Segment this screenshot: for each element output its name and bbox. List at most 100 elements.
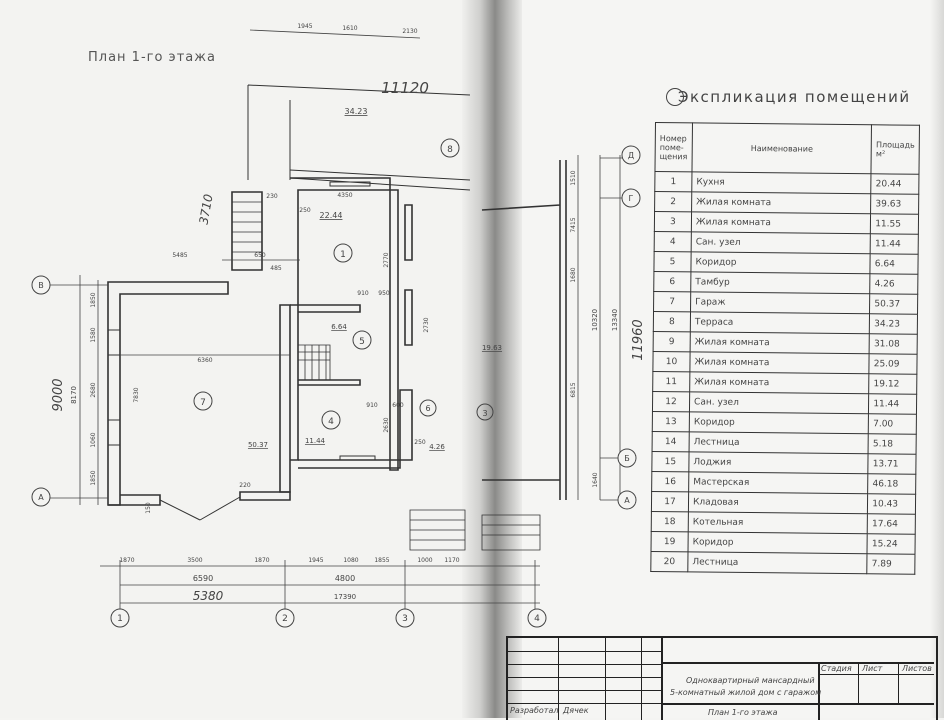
room-name-cell: Мастерская: [688, 471, 869, 494]
room-number: 4: [328, 417, 334, 427]
marker-circle: [666, 88, 684, 106]
room-name-cell: Гараж: [690, 291, 870, 314]
room-name-cell: Лестница: [689, 431, 869, 454]
room-number-cell: 9: [653, 331, 691, 352]
room-area: 19.63: [482, 344, 502, 352]
dimension: 1870: [254, 557, 269, 564]
room-number: 6: [425, 404, 430, 413]
room-area: 34.23: [345, 107, 368, 116]
room-number: 3: [482, 409, 487, 418]
dimension: 1170: [444, 557, 459, 564]
room-area-cell: 13.71: [868, 453, 917, 475]
room-number-cell: 4: [654, 231, 692, 252]
handwritten-dimension: 11960: [631, 319, 646, 360]
room-area-cell: 5.18: [868, 433, 917, 455]
dimension: 1610: [342, 25, 357, 32]
room-number-cell: 16: [651, 471, 689, 492]
dimension: 650: [254, 252, 266, 259]
walls: [107, 84, 567, 551]
axis-label: 1: [117, 614, 123, 624]
dimension: 1000: [417, 557, 432, 564]
room-number-cell: 18: [651, 511, 689, 532]
dimension: 250: [299, 207, 311, 214]
room-area: 4.26: [429, 443, 445, 451]
room-name-cell: Коридор: [689, 411, 869, 434]
room-number: 8: [447, 145, 453, 155]
dimension: 1945: [308, 557, 323, 564]
room-name-cell: Жилая комната: [689, 351, 870, 374]
header-name: Наименование: [691, 122, 872, 174]
dimension: 17390: [334, 593, 356, 601]
axis-marker-v-left: [31, 275, 51, 295]
dimension: 2130: [402, 28, 417, 35]
axis-label: 4: [534, 614, 540, 624]
room-area-cell: 31.08: [869, 333, 918, 355]
drawing-name: План 1-го этажа: [708, 708, 778, 717]
dimension: 2770: [383, 252, 390, 267]
axis-marker-b-right: [617, 448, 637, 468]
room-number-cell: 20: [650, 551, 689, 572]
dimension: 2730: [423, 317, 430, 332]
axis-marker-g-right: [621, 188, 641, 208]
dimension: 6590: [193, 574, 213, 583]
dimension: 1060: [90, 432, 97, 447]
dimension: 950: [378, 290, 390, 297]
axis-marker-a-left: [31, 487, 51, 507]
dimension: 1850: [90, 292, 97, 307]
room-number-cell: 11: [652, 371, 690, 392]
room-area-cell: 7.89: [867, 553, 915, 575]
room-name-cell: Сан. узел: [691, 231, 871, 254]
dimension: 1855: [374, 557, 389, 564]
dimension: 3500: [187, 557, 202, 564]
room-number-cell: 10: [652, 351, 691, 372]
dimension: 910: [366, 402, 378, 409]
dimension: 2680: [90, 382, 97, 397]
dimension: 1945: [297, 23, 312, 30]
room-number: 7: [200, 398, 206, 408]
dimension: 2630: [383, 417, 390, 432]
dimension: 10320: [591, 309, 599, 331]
axis-marker-a-right: [617, 490, 637, 510]
plan-title: План 1-го этажа: [88, 50, 216, 65]
room-area: 6.64: [331, 323, 347, 331]
axis-markers: [31, 138, 641, 628]
dimension: 1850: [90, 470, 97, 485]
room-number-cell: 3: [654, 211, 692, 232]
handwritten-dimension: 9000: [51, 378, 66, 411]
room-name-cell: Терраса: [690, 311, 870, 334]
room-area-cell: 46.18: [867, 473, 916, 495]
handwritten-dimension: 11120: [381, 79, 429, 97]
room-number-cell: 14: [652, 431, 690, 452]
developed-label: Разработал: [510, 706, 559, 715]
dimension: 1510: [570, 170, 577, 185]
dimension: 13340: [611, 309, 619, 331]
dimension: 250: [414, 439, 426, 446]
room-number-cell: 7: [653, 291, 691, 312]
room-number-cell: 5: [653, 251, 692, 272]
page-edge: [930, 0, 944, 718]
sheet-label: Лист: [862, 664, 883, 673]
room-area-cell: 25.09: [869, 353, 918, 375]
room-area-cell: 10.43: [867, 493, 916, 515]
dimension: 150: [145, 502, 152, 514]
dimension: 6360: [197, 357, 212, 364]
axis-marker-4: [527, 608, 547, 628]
room-number-cell: 2: [654, 191, 692, 212]
room-number-cell: 17: [651, 491, 689, 512]
room-area-cell: 4.26: [869, 273, 918, 295]
dimension: 485: [270, 265, 282, 272]
room-name-cell: Сан. узел: [689, 391, 869, 414]
explication-table: Номер поме- щения Наименование Площадь м…: [650, 122, 920, 575]
room-area-cell: 6.64: [870, 253, 919, 275]
dimension: 6815: [570, 382, 577, 397]
dimension: 1870: [119, 557, 134, 564]
